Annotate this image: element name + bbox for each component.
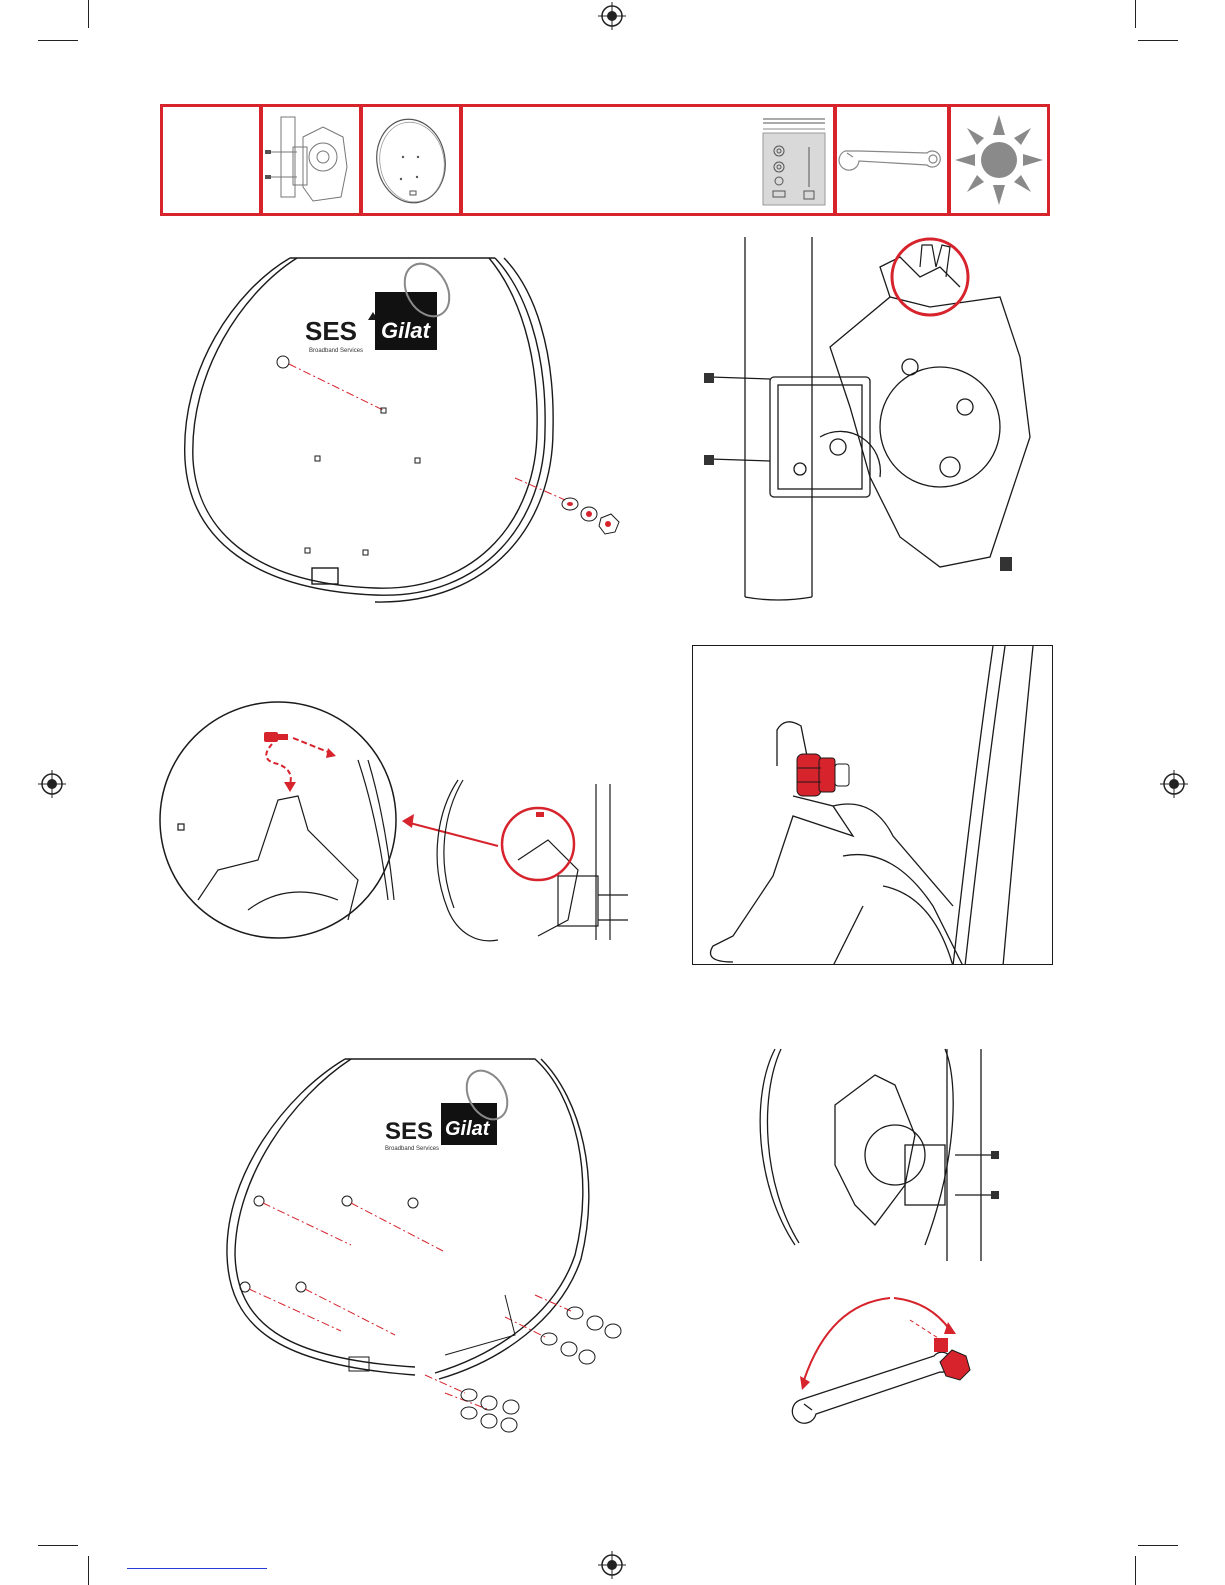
partner-logo-text-2: Gilat xyxy=(445,1118,491,1140)
brand-logo-text: SES xyxy=(305,316,357,346)
insert-bolt-illustration xyxy=(158,700,648,950)
registration-mark-icon xyxy=(598,1551,626,1579)
partner-logo-text: Gilat xyxy=(381,318,432,343)
crop-mark xyxy=(1135,0,1136,28)
nut-closeup-illustration xyxy=(693,646,1053,965)
crop-mark xyxy=(38,40,78,41)
dish-reflector-icon xyxy=(363,107,459,213)
crop-mark xyxy=(1135,1556,1136,1585)
mount-bracket-icon xyxy=(263,107,359,213)
header-box-mount xyxy=(260,104,362,216)
tighten-wrench-illustration xyxy=(790,1290,990,1440)
crop-mark xyxy=(1138,40,1178,41)
crop-mark xyxy=(1138,1545,1178,1546)
header-box-empty xyxy=(160,104,262,216)
nut-closeup-frame xyxy=(692,645,1053,965)
dish-on-pole-illustration xyxy=(755,1045,1005,1265)
header-box-hardware xyxy=(460,104,836,216)
hardware-kit-icon xyxy=(463,107,833,213)
crop-mark xyxy=(88,1556,89,1585)
brand-logo-text-2: SES xyxy=(385,1118,433,1145)
header-box-dish xyxy=(360,104,462,216)
wrench-icon xyxy=(837,107,947,213)
pole-bracket-illustration xyxy=(700,237,1070,602)
registration-mark-icon xyxy=(598,2,626,30)
crop-mark xyxy=(38,1545,78,1546)
brand-subtitle-text: Broadband Services xyxy=(309,348,363,354)
dish-assembly-illustration: SES Broadband Services Gilat xyxy=(215,1055,635,1440)
crop-mark xyxy=(88,0,89,28)
dish-bolts-illustration: SES Broadband Services Gilat xyxy=(175,250,625,610)
registration-mark-icon xyxy=(38,770,66,798)
registration-mark-icon xyxy=(1160,770,1188,798)
header-box-sun xyxy=(948,104,1050,216)
footer-link-underline xyxy=(127,1568,267,1569)
brand-subtitle-text-2: Broadband Services xyxy=(385,1146,439,1152)
sun-icon xyxy=(951,107,1047,213)
header-box-wrench xyxy=(834,104,950,216)
